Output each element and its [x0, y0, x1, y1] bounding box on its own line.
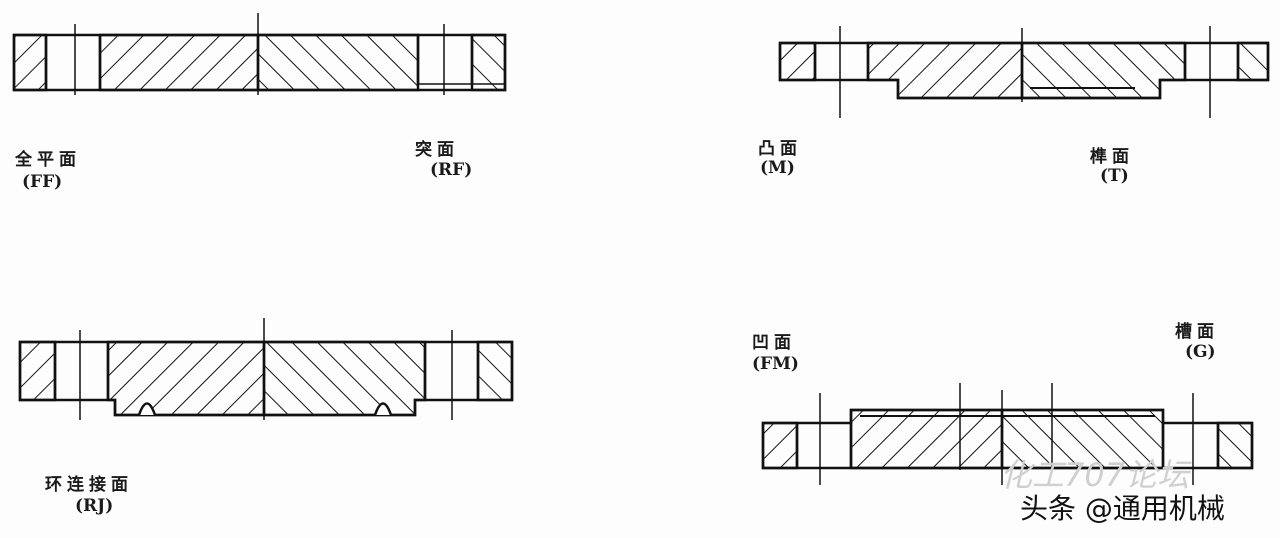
label-ff-code: (FF): [22, 172, 63, 192]
label-g-code: (G): [1185, 342, 1216, 362]
label-rj-name: 环连接面: [45, 475, 133, 495]
label-ff-name: 全平面: [15, 150, 81, 170]
label-rj-code: (RJ): [75, 496, 114, 516]
flange-rj: [18, 318, 514, 420]
label-m-name: 凸面: [758, 139, 802, 159]
label-t-name: 榫面: [1090, 147, 1134, 167]
flange-m-t: [778, 26, 1270, 118]
label-g-name: 槽面: [1175, 322, 1219, 342]
label-fm-name: 凹面: [752, 333, 796, 353]
label-t-code: (T): [1100, 166, 1129, 186]
watermark: 化工707论坛: [1000, 456, 1190, 494]
flange-ff-rf: [12, 13, 507, 95]
label-m-code: (M): [760, 158, 795, 178]
label-rf-name: 突面: [415, 140, 459, 160]
label-fm-code: (FM): [752, 354, 799, 374]
credit-text: 头条 @通用机械: [1020, 492, 1225, 525]
flange-fm-g: [761, 383, 1254, 485]
label-rf-code: (RF): [430, 160, 473, 180]
